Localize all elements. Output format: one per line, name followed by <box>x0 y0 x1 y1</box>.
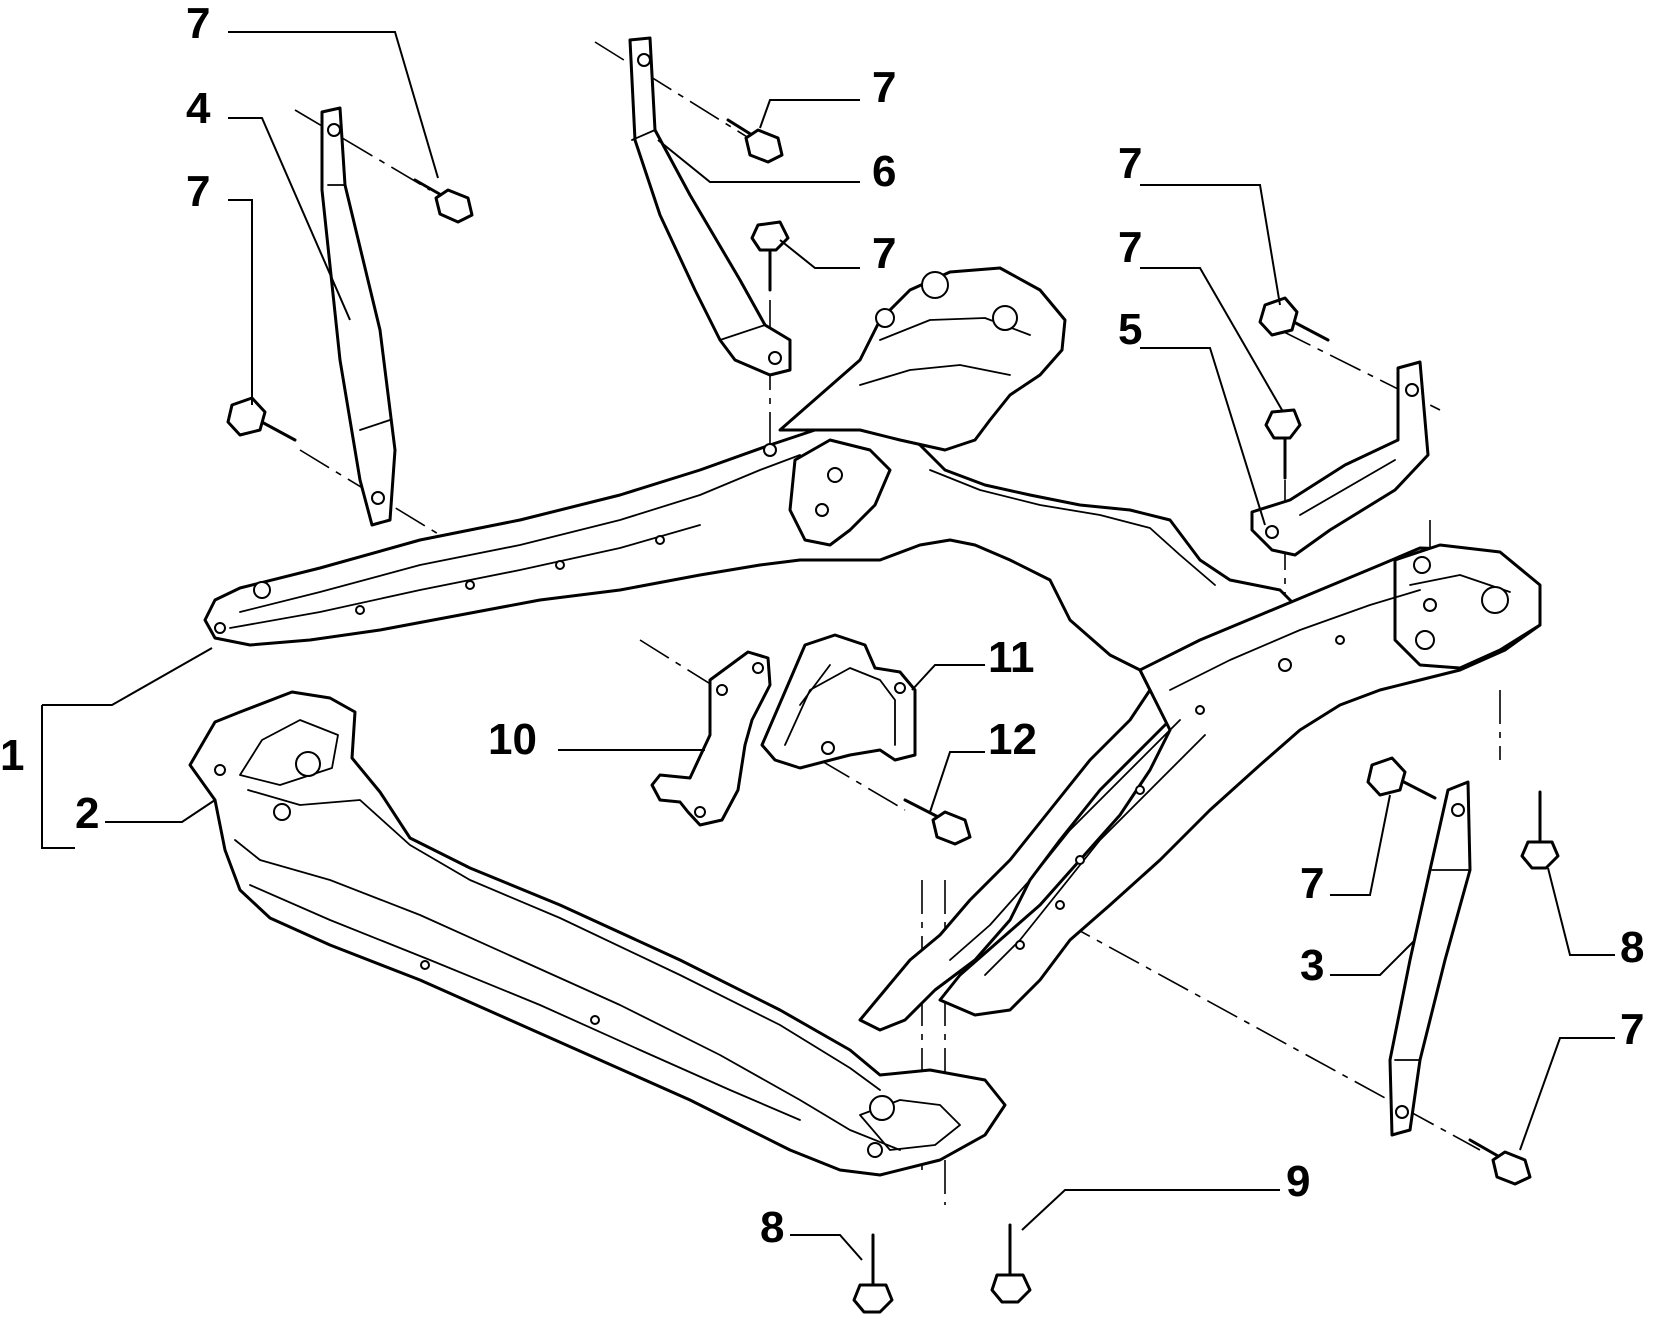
callout-7-upper-right: 7 <box>1118 139 1142 188</box>
leader-lines <box>41 31 1615 1261</box>
bolt-7-top-center <box>726 118 784 164</box>
callout-7-lower-right: 7 <box>1300 859 1324 908</box>
left-strut-brace <box>320 106 397 527</box>
callout-8-right: 8 <box>1620 923 1644 972</box>
bolt-8-right <box>1520 790 1560 870</box>
callout-7-top-left: 7 <box>186 0 210 48</box>
callout-1: 1 <box>0 731 24 780</box>
right-upper-brace <box>1250 360 1430 557</box>
engine-mount <box>760 633 917 770</box>
callout-labels: 7 4 7 7 6 7 7 7 5 1 2 10 11 12 7 3 8 7 8… <box>0 0 1644 1252</box>
bolt-12 <box>903 798 972 846</box>
bolt-7-vertical-center <box>750 220 790 292</box>
bolt-7-right-lower <box>1366 756 1437 800</box>
top-brace <box>628 36 792 377</box>
callout-10: 10 <box>488 715 537 764</box>
main-subframe <box>203 266 1542 1032</box>
bolt-7-bottom-right <box>1468 1138 1532 1186</box>
callout-2: 2 <box>75 789 99 838</box>
bolts <box>226 118 1560 1314</box>
callout-7-center: 7 <box>872 229 896 278</box>
bolt-8-bottom <box>852 1233 894 1314</box>
bolt-7-left <box>226 396 297 442</box>
callout-8-bottom: 8 <box>760 1203 784 1252</box>
callout-7-top-center: 7 <box>872 63 896 112</box>
callout-12: 12 <box>988 715 1037 764</box>
callout-9: 9 <box>1286 1157 1310 1206</box>
bolt-7-right-vertical <box>1264 408 1302 480</box>
lower-crossmember <box>188 690 1007 1177</box>
callout-6: 6 <box>872 147 896 196</box>
callout-4: 4 <box>186 84 211 133</box>
bolt-7-upper-left <box>413 178 474 224</box>
callout-3: 3 <box>1300 941 1324 990</box>
right-lower-brace <box>1388 780 1472 1137</box>
small-bracket <box>650 650 772 827</box>
callout-7-bottom-right: 7 <box>1620 1005 1644 1054</box>
bolt-9 <box>990 1223 1032 1304</box>
callout-7-right: 7 <box>1118 223 1142 272</box>
callout-11: 11 <box>988 633 1035 682</box>
callout-5: 5 <box>1118 305 1142 354</box>
bolt-7-upper-right <box>1258 296 1330 342</box>
callout-7-left: 7 <box>186 167 210 216</box>
